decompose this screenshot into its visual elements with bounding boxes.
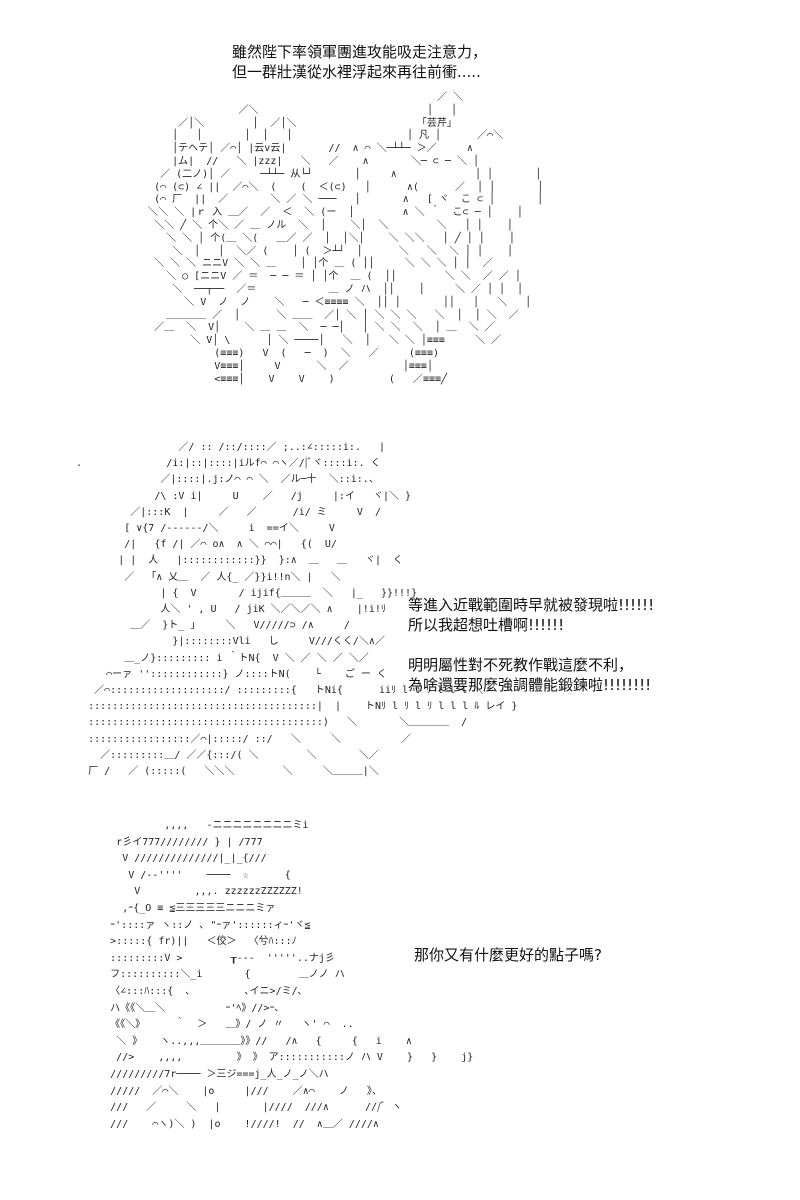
sign-left: テヘテ [178,143,209,155]
mark-left: ム [178,155,189,167]
ascii-art-armored-soldiers: ／ ＼ ／＼ │ │ ／│＼ │ ／│＼ 「芸芹」 │ │ │ │ │ │ 凡 … [148,92,544,385]
mark-center: zzz [258,155,277,167]
sign-right: 芸芹 [426,117,447,129]
mark-right: 凡 [418,130,429,142]
ascii-art-hooded-figure: ／/ :: /::/::::／ ;..:∠:::::i:. | . /i:|::… [76,442,518,778]
ascii-art-capped-figure: ,,,, -ニニニニニニニニミi r彡イ777//////// } | /777… [110,820,474,1130]
sign-center: 云v云 [254,143,281,155]
caption-bottom: 那你又有什麼更好的點子嗎? [414,946,602,964]
caption-top: 雖然陛下率領軍團進攻能吸走注意力， 但一群壯漢從水裡浮起來再往前衝..... [232,43,488,81]
caption-middle: 等進入近戰範圍時早就被發現啦!!!!!! 所以我超想吐槽啊!!!!!! 明明屬性… [408,596,655,694]
zzz-label: zzzzzzZZZZZZ! [224,886,303,898]
star-icon: ☆ [242,869,249,881]
